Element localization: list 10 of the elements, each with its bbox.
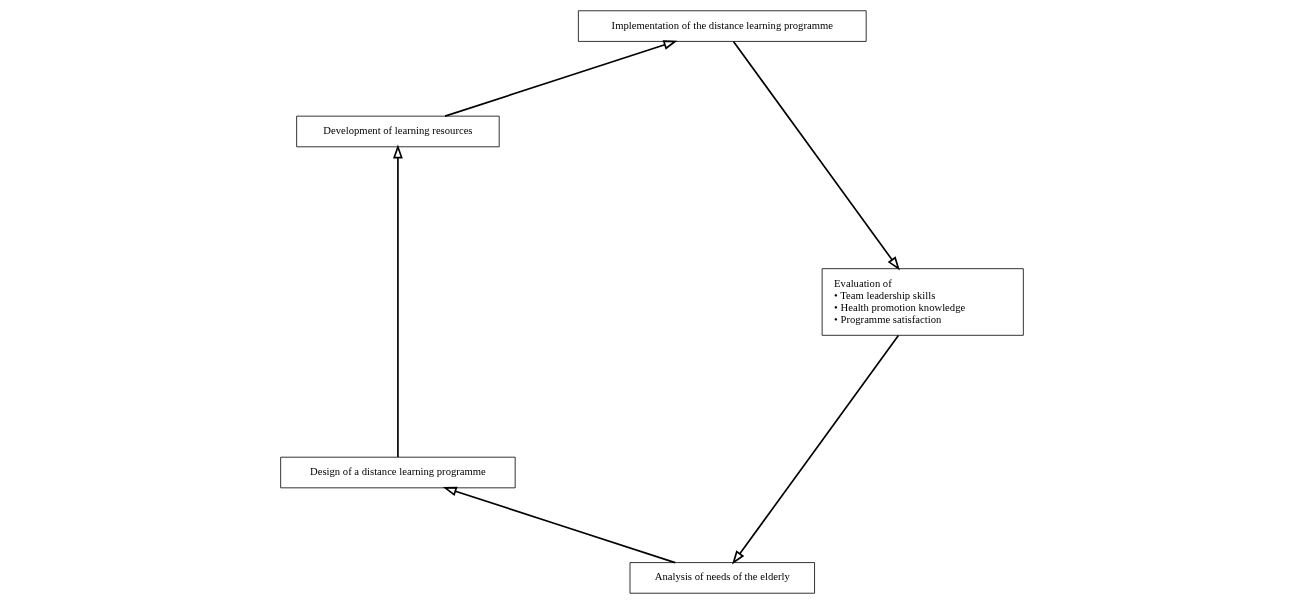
arrow	[442, 486, 676, 564]
node-box: Development of learning resources	[295, 115, 500, 148]
arrow	[392, 144, 403, 458]
node-box: Design of a distance learning programme	[279, 456, 516, 489]
node-box: Evaluation of • Team leadership skills • Health promotion knowledge • Programme satisfaction	[821, 268, 1024, 336]
node-box: Implementation of the distance learning programme	[577, 10, 867, 42]
arrow	[443, 40, 677, 117]
arrow	[731, 334, 899, 565]
node-box: Analysis of needs of the elderly	[629, 562, 815, 594]
arrow	[732, 40, 900, 271]
